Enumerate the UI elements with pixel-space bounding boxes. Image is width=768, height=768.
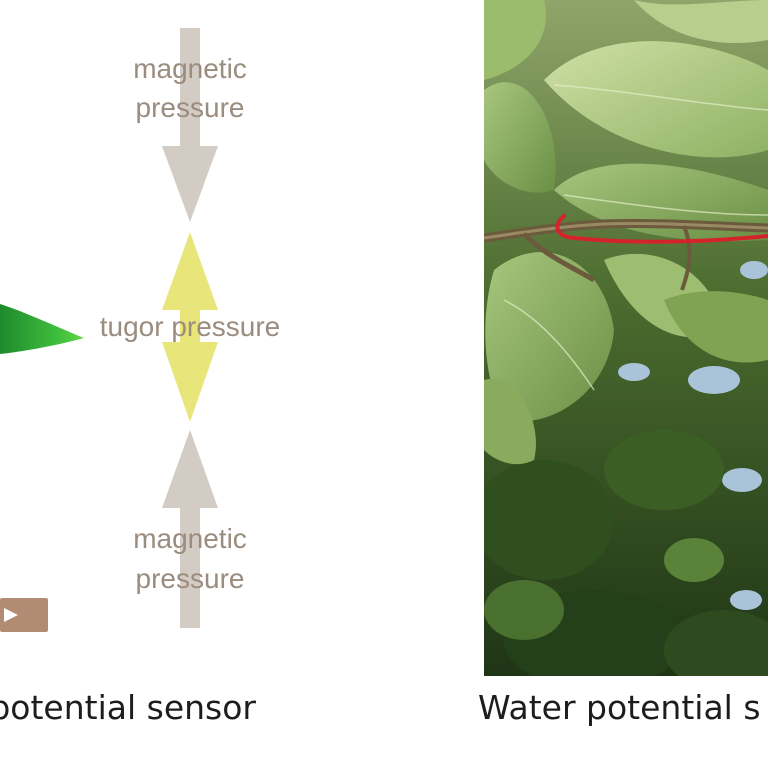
lower-foliage xyxy=(484,430,768,676)
leaf-veins xyxy=(503,84,768,391)
top-magnetic-label-line1: magnetic xyxy=(133,53,247,84)
bottom-magnetic-label-line1: magnetic xyxy=(133,523,247,554)
middle-leaves xyxy=(484,252,768,465)
sensor-wire xyxy=(555,214,768,244)
leaf-shape xyxy=(0,304,84,354)
pressure-diagram: magnetic pressure tugor pressure magneti… xyxy=(0,28,281,632)
top-magnetic-label-line2: pressure xyxy=(136,92,245,123)
brown-bar xyxy=(0,598,48,632)
water-potential-sensor-photo xyxy=(484,0,768,676)
tugor-pressure-arrow xyxy=(162,232,218,422)
branch xyxy=(484,218,768,291)
tugor-pressure-label: tugor pressure xyxy=(100,311,281,342)
left-caption-text: potential sensor xyxy=(0,688,256,727)
bottom-magnetic-pressure-arrow xyxy=(162,430,218,628)
top-magnetic-pressure-arrow xyxy=(162,28,218,222)
right-caption: Water potential s xyxy=(478,688,761,727)
left-caption: potential sensor xyxy=(0,684,262,732)
bottom-magnetic-label-line2: pressure xyxy=(136,563,245,594)
